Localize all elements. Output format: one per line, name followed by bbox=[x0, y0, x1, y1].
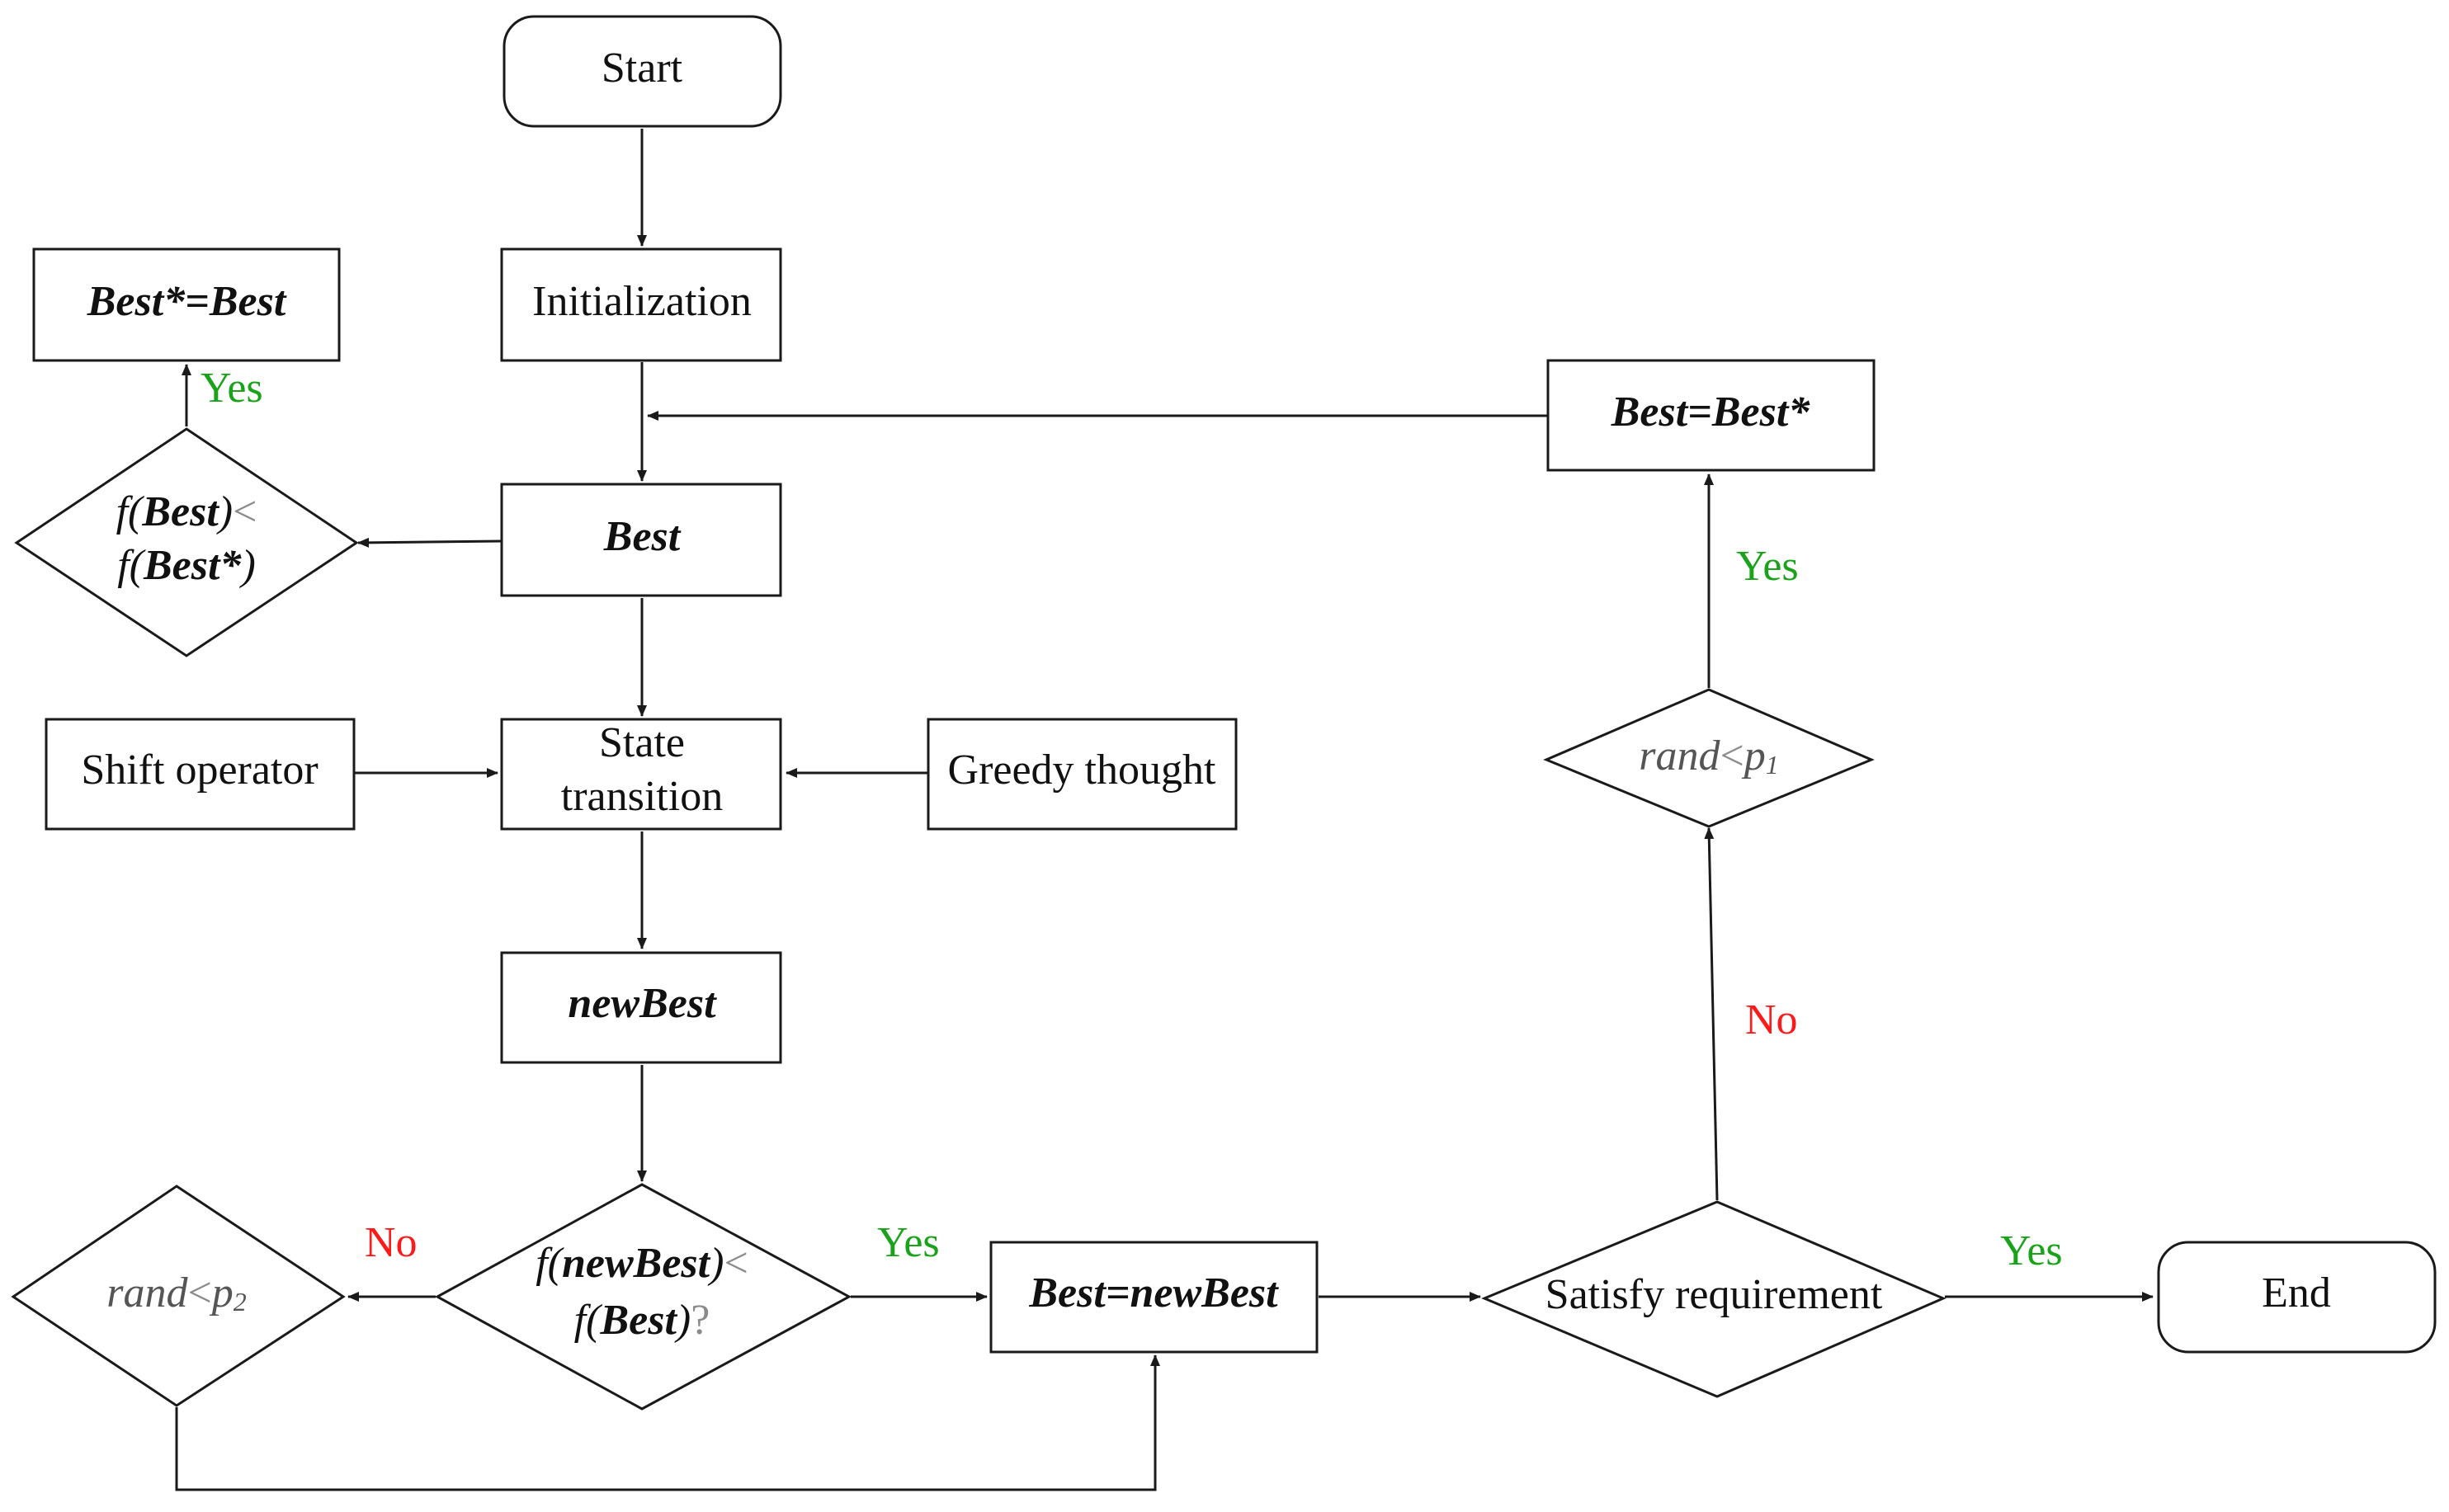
yes-label-newbest: Yes bbox=[877, 1219, 940, 1266]
no-label-rand-p2: No bbox=[365, 1219, 418, 1266]
rand-p1-diamond: rand<p1 bbox=[1543, 688, 1875, 828]
greedy-thought-label: Greedy thought bbox=[948, 747, 1216, 794]
no-label-satisfy: No bbox=[1745, 996, 1798, 1043]
edge-best-cmp bbox=[357, 537, 503, 548]
cmp-newbest-diamond: f(newBest)< f(Best)? bbox=[434, 1183, 852, 1411]
state-transition-line1: State bbox=[599, 719, 685, 766]
best-star-eq-best-label: Best*=Best bbox=[87, 278, 287, 325]
start-label: Start bbox=[602, 45, 683, 92]
yes-label-best-star: Yes bbox=[201, 365, 263, 412]
satisfy-requirement-label: Satisfy requirement bbox=[1545, 1271, 1883, 1318]
greedy-thought-node: Greedy thought bbox=[927, 718, 1238, 831]
rand-p2-label: rand<p2 bbox=[106, 1269, 247, 1317]
newbest-label: newBest bbox=[568, 980, 717, 1027]
cmp-best-diamond: f(Best)< f(Best*) bbox=[14, 427, 359, 657]
shift-operator-label: Shift operator bbox=[81, 747, 318, 794]
yes-label-end: Yes bbox=[2000, 1227, 2063, 1274]
initialization-label: Initialization bbox=[532, 278, 752, 325]
best-node: Best bbox=[500, 483, 782, 597]
cmp-newbest-line2: f(Best)? bbox=[574, 1297, 710, 1344]
state-transition-line2: transition bbox=[561, 773, 723, 820]
best-eq-best-star-node: Best=Best* bbox=[1546, 359, 1876, 472]
end-label: End bbox=[2262, 1269, 2331, 1317]
satisfy-requirement-diamond: Satisfy requirement bbox=[1481, 1200, 1946, 1398]
end-node: End bbox=[2157, 1241, 2437, 1354]
rand-p2-diamond: rand<p2 bbox=[11, 1185, 346, 1407]
cmp-best-line2: f(Best*) bbox=[117, 542, 256, 589]
shift-operator-node: Shift operator bbox=[45, 718, 356, 831]
start-node: Start bbox=[503, 15, 782, 128]
best-eq-newbest-label: Best=newBest bbox=[1028, 1269, 1279, 1317]
edge-labels: Yes Yes No No Yes Yes bbox=[201, 365, 2063, 1274]
edge-randp2-bestnew bbox=[175, 1354, 1160, 1491]
best-eq-best-star-label: Best=Best* bbox=[1611, 389, 1811, 436]
newbest-node: newBest bbox=[500, 951, 782, 1064]
edge-satisfy-randp1-no bbox=[1704, 827, 1719, 1201]
best-star-eq-best-node: Best*=Best bbox=[32, 247, 341, 362]
cmp-newbest-line1: f(newBest)< bbox=[536, 1240, 748, 1287]
yes-label-rand-p1: Yes bbox=[1736, 543, 1799, 590]
cmp-best-line1: f(Best)< bbox=[116, 488, 257, 535]
edges bbox=[175, 129, 2154, 1491]
rand-p1-label: rand<p1 bbox=[1639, 732, 1779, 780]
state-transition-node: State transition bbox=[500, 718, 782, 831]
initialization-node: Initialization bbox=[500, 247, 782, 362]
best-label: Best bbox=[603, 513, 682, 560]
best-eq-newbest-node: Best=newBest bbox=[989, 1241, 1319, 1354]
